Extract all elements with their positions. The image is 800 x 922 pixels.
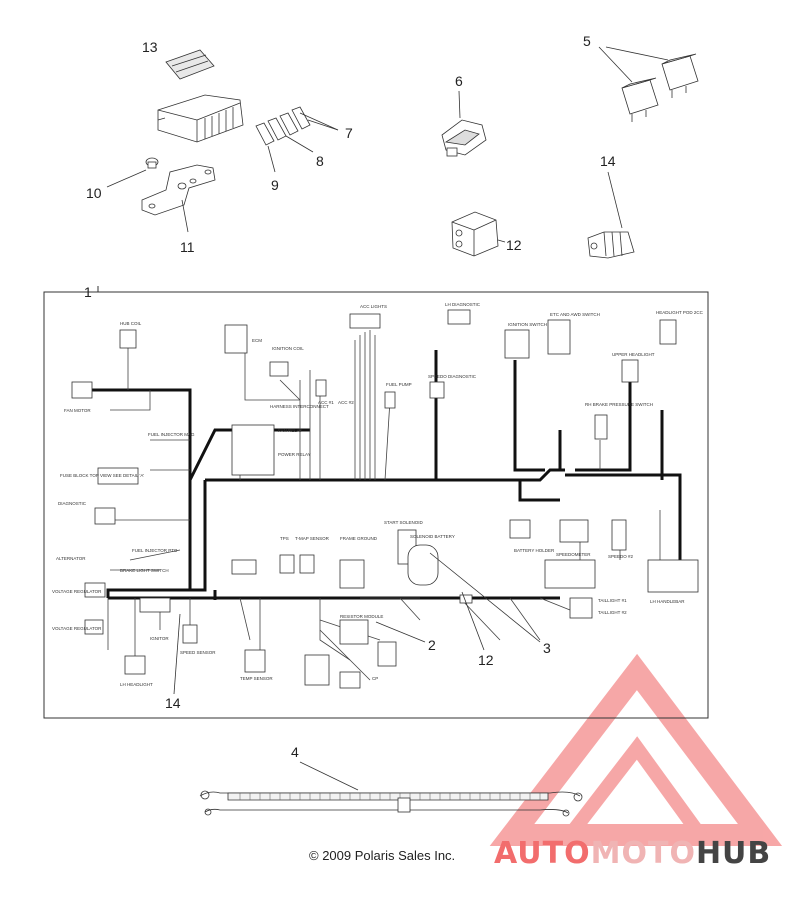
part-6-connector <box>441 90 487 157</box>
part-7-8-9-fuses <box>255 106 339 173</box>
callout-10: 10 <box>86 185 102 201</box>
callout-3: 3 <box>543 640 551 656</box>
label-etc-awd-switch: ETC AND AWD SWITCH <box>550 312 600 317</box>
label-lh-diagnostic: LH DIAGNOSTIC <box>445 302 481 307</box>
label-fuse-block: FUSE BLOCK TOP VIEW SEE DETAIL 'A' <box>60 473 144 478</box>
part-10-screw <box>106 157 159 188</box>
callout-9: 9 <box>271 177 279 193</box>
label-ignitor: IGNITOR <box>150 636 169 641</box>
part-11-bracket <box>141 164 216 233</box>
label-rh-brake-switch: RH BRAKE PRESSURE SWITCH <box>585 402 653 407</box>
main-harness-trunk <box>85 350 682 600</box>
label-taillight1: TAILLIGHT #1 <box>598 598 627 603</box>
callout-13: 13 <box>142 39 158 55</box>
label-speedo-diagnostic: SPEEDO DIAGNOSTIC <box>428 374 477 379</box>
label-fuel-injector-mag: FUEL INJECTOR MAG <box>148 432 195 437</box>
part-12-diode <box>451 211 506 257</box>
label-resistor-module: RESISTOR MODULE <box>340 614 383 619</box>
label-solenoid-battery: SOLENOID BATTERY <box>410 534 455 539</box>
callout-7: 7 <box>345 125 353 141</box>
label-acc1: ACC #1 <box>318 400 334 405</box>
label-voltage-regulator-1: VOLTAGE REGULATOR <box>52 589 102 594</box>
label-fan-motor: FAN MOTOR <box>64 408 91 413</box>
callout-6: 6 <box>455 73 463 89</box>
harness-frame <box>43 291 709 719</box>
label-temp-sensor: TEMP SENSOR <box>240 676 273 681</box>
label-lh-handlebar: LH HANDLEBAR <box>650 599 685 604</box>
label-voltage-regulator-2: VOLTAGE REGULATOR <box>52 626 102 631</box>
part-13-fuse-cover <box>157 94 244 143</box>
label-power-relay: POWER RELAY <box>278 452 311 457</box>
label-start-solenoid: START SOLENOID <box>384 520 424 525</box>
part-14-terminal <box>587 171 635 259</box>
label-taillight2: TAILLIGHT #2 <box>598 610 627 615</box>
callout-numbers: 13 10 11 9 8 7 6 5 14 12 1 2 3 12 14 4 <box>84 33 616 760</box>
callout-14-bottom: 14 <box>165 695 181 711</box>
watermark-logo <box>489 653 783 846</box>
callout-12-bottom: 12 <box>478 652 494 668</box>
part-5-relays <box>598 46 699 122</box>
brand-moto: MOTO <box>590 836 696 871</box>
part-4-battery-cable <box>199 761 583 817</box>
harness-connectors <box>71 309 699 689</box>
label-acc2: ACC #2 <box>338 400 354 405</box>
brand-auto: AUTO <box>494 836 591 871</box>
callout-leaders <box>173 552 541 695</box>
label-speed-sensor: SPEED SENSOR <box>180 650 216 655</box>
callout-4: 4 <box>291 744 299 760</box>
label-fuel-injector-pto: FUEL INJECTOR PTO <box>132 548 178 553</box>
label-brake-light-switch: BRAKE LIGHT SWITCH <box>120 568 169 573</box>
label-tps: TPS <box>280 536 289 541</box>
label-battery-holder: BATTERY HOLDER <box>514 548 555 553</box>
label-ignition-coil: IGNITION COIL <box>272 346 304 351</box>
label-cp: CP <box>372 676 378 681</box>
automotohub-logo: AUTOMOTOHUB <box>494 836 771 871</box>
label-hub-coil: HUB COIL <box>120 321 142 326</box>
callout-14-top: 14 <box>600 153 616 169</box>
callout-2: 2 <box>428 637 436 653</box>
label-headlight-pod: HEADLIGHT POD 2CC <box>656 310 704 315</box>
label-diagnostic: DIAGNOSTIC <box>58 501 87 506</box>
harness-thin-wires <box>107 330 661 681</box>
label-fuel-pump: FUEL PUMP <box>386 382 412 387</box>
label-fan-relay: FAN RELAY <box>278 428 302 433</box>
label-upper-headlight: UPPER HEADLIGHT <box>612 352 655 357</box>
callout-8: 8 <box>316 153 324 169</box>
label-tmap-sensor: T-MAP SENSOR <box>295 536 330 541</box>
label-frame-ground: FRAME GROUND <box>340 536 378 541</box>
label-acc-lights: ACC LIGHTS <box>360 304 387 309</box>
label-ignition-switch: IGNITION SWITCH <box>508 322 547 327</box>
label-harness-interconnect: HARNESS INTERCONNECT <box>270 404 329 409</box>
label-speedometer: SPEEDOMETER <box>556 552 591 557</box>
brand-hub: HUB <box>695 836 772 871</box>
label-speedo2: SPEEDO #2 <box>608 554 634 559</box>
callout-1: 1 <box>84 284 92 300</box>
label-alternator: ALTERNATOR <box>56 556 86 561</box>
callout-5: 5 <box>583 33 591 49</box>
label-lh-headlight: LH HEADLIGHT <box>120 682 153 687</box>
label-ecm: ECM <box>252 338 262 343</box>
callout-12-top: 12 <box>506 237 522 253</box>
copyright-text: © 2009 Polaris Sales Inc. <box>309 848 456 863</box>
harness-labels: HUB COIL FAN MOTOR FUEL INJECTOR MAG FUS… <box>52 302 704 687</box>
part-13-label-plate <box>165 49 215 80</box>
callout-11: 11 <box>180 239 195 255</box>
